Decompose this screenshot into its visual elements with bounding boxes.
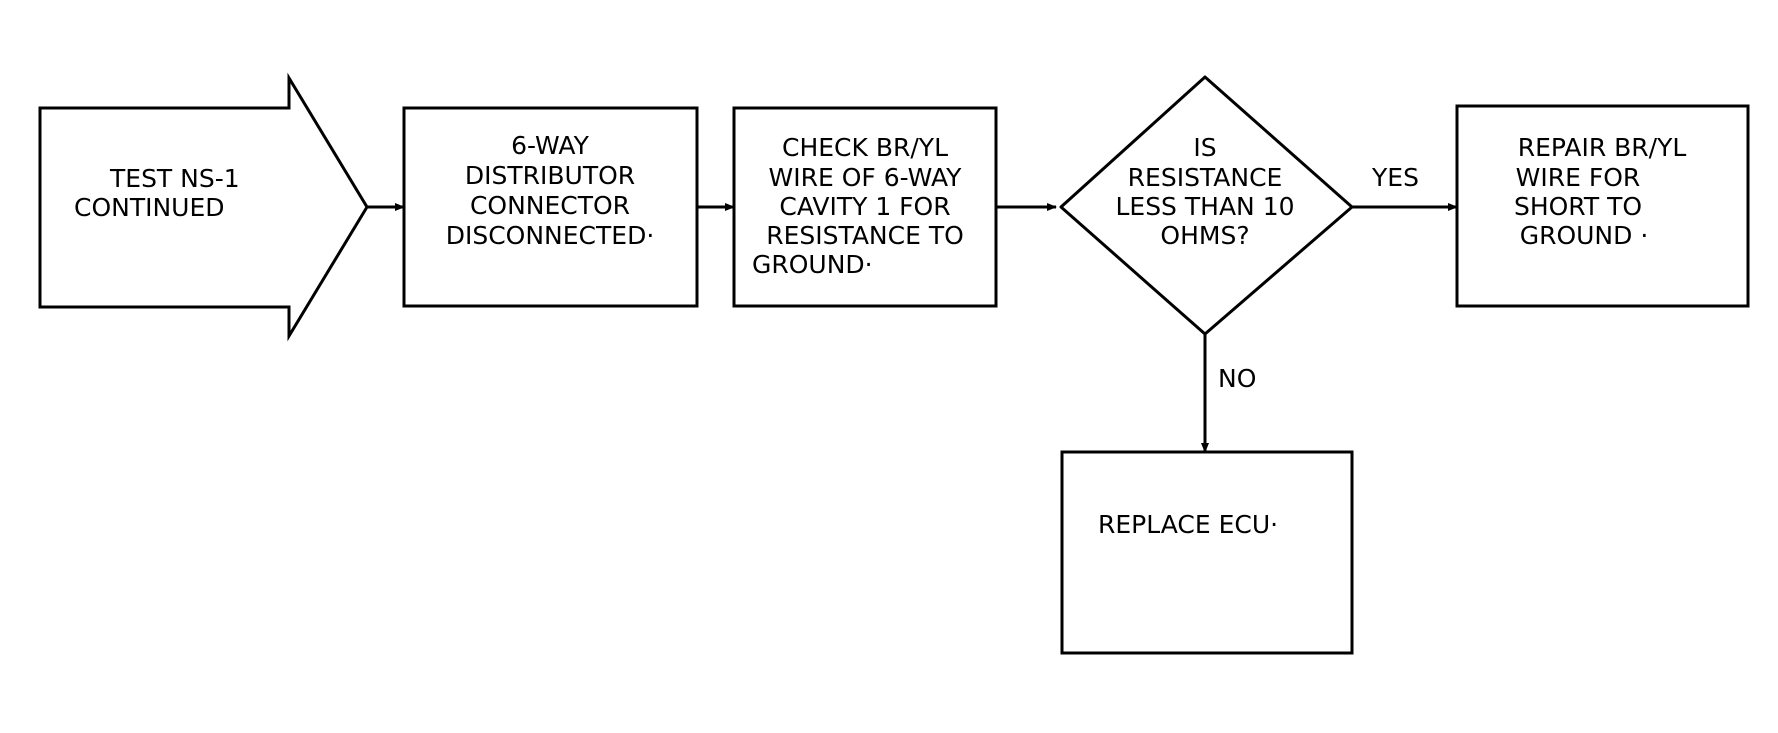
start-block-arrow: TEST NS-1 CONTINUED	[38, 72, 369, 342]
step1-line-1: 6-WAY	[511, 131, 589, 160]
step2-line-4: RESISTANCE TO	[766, 221, 964, 250]
step1-line-2: DISTRIBUTOR	[465, 161, 635, 190]
no-box-line-1: REPLACE ECU·	[1098, 510, 1278, 539]
step1-line-4: DISCONNECTED·	[446, 221, 655, 250]
start-label-line-1: TEST NS-1	[109, 164, 240, 193]
yes-box-line-3: SHORT TO	[1514, 192, 1642, 221]
yes-box-line-4: GROUND ·	[1520, 221, 1649, 250]
start-label-line-2: CONTINUED	[74, 193, 225, 222]
step-connector-disconnected: 6-WAY DISTRIBUTOR CONNECTOR DISCONNECTED…	[402, 106, 699, 308]
yes-label: YES	[1371, 163, 1419, 192]
result-repair-wire: REPAIR BR/YL WIRE FOR SHORT TO GROUND ·	[1455, 104, 1750, 308]
yes-box-line-1: REPAIR BR/YL	[1518, 133, 1687, 162]
decision-line-3: LESS THAN 10	[1115, 192, 1294, 221]
no-label: NO	[1218, 364, 1256, 393]
yes-box-line-2: WIRE FOR	[1516, 163, 1641, 192]
step-check-wire-resistance: CHECK BR/YL WIRE OF 6-WAY CAVITY 1 FOR R…	[732, 106, 998, 308]
decision-line-2: RESISTANCE	[1128, 163, 1283, 192]
decision-resistance-check: IS RESISTANCE LESS THAN 10 OHMS?	[1059, 75, 1354, 336]
decision-line-4: OHMS?	[1160, 221, 1249, 250]
step2-line-1: CHECK BR/YL	[782, 133, 948, 162]
step1-line-3: CONNECTOR	[470, 191, 630, 220]
step2-line-2: WIRE OF 6-WAY	[769, 163, 963, 192]
result-replace-ecu: REPLACE ECU·	[1060, 450, 1354, 655]
decision-line-1: IS	[1193, 133, 1216, 162]
step2-line-3: CAVITY 1 FOR	[779, 192, 950, 221]
step2-line-5: GROUND·	[752, 250, 873, 279]
